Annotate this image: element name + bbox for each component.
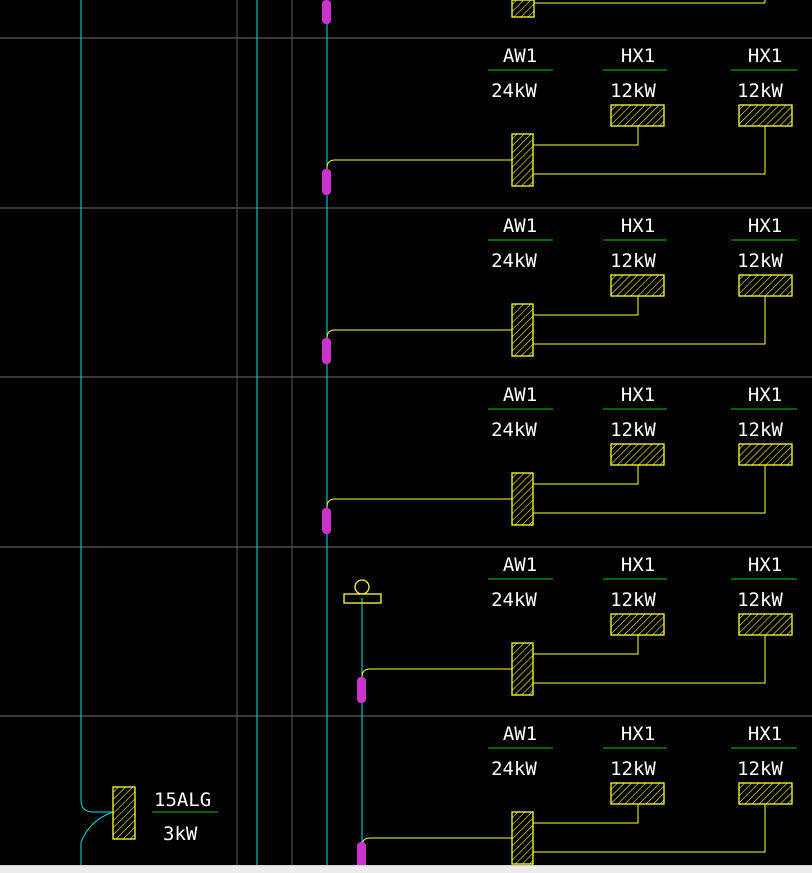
equipment-label: AW1 [503, 384, 537, 406]
branch-line [533, 296, 766, 345]
equipment-power: 12kW [737, 758, 783, 780]
device-hatched-box-icon[interactable] [610, 104, 665, 127]
floor-panel-group: AW1 24kW HX1 12kW HX1 12kW [322, 384, 797, 534]
branch-line [533, 296, 639, 316]
device-hatched-box-icon[interactable] [738, 613, 793, 636]
riser-lines [80, 0, 363, 865]
equipment-label: HX1 [748, 45, 782, 67]
panel-hatched-box-icon [112, 786, 136, 840]
branch-line [533, 804, 639, 824]
panel-hatched-box-icon[interactable] [511, 472, 534, 526]
equipment-power: 12kW [610, 250, 656, 272]
branch-line [533, 126, 766, 175]
equipment-label: HX1 [748, 384, 782, 406]
equipment-power: 12kW [737, 250, 783, 272]
floor-panel-group: AW1 24kW HX1 12kW HX1 12kW [322, 45, 797, 195]
device-hatched-box-icon[interactable] [738, 782, 793, 805]
equipment-power: 24kW [491, 589, 537, 611]
column-lines [236, 0, 293, 865]
lamp-symbol-icon[interactable] [343, 579, 382, 604]
branch-line [533, 465, 766, 514]
riser-connector-icon[interactable] [357, 842, 366, 865]
feeder-line [361, 837, 512, 861]
floor-panel-group: AW1 24kW HX1 12kW HX1 12kW [357, 723, 797, 865]
device-hatched-box-icon[interactable] [610, 274, 665, 297]
equipment-label: HX1 [621, 45, 655, 67]
riser-connector-icon[interactable] [322, 338, 331, 364]
equipment-power: 12kW [610, 419, 656, 441]
equipment-label: AW1 [503, 45, 537, 67]
branch-line [533, 635, 639, 655]
equipment-power: 24kW [491, 250, 537, 272]
device-hatched-box-icon[interactable] [610, 443, 665, 466]
floor-panel-group: AW1 24kW HX1 12kW HX1 12kW [322, 215, 797, 364]
device-hatched-box-icon[interactable] [738, 443, 793, 466]
equipment-power: 12kW [610, 80, 656, 102]
device-hatched-box-icon[interactable] [738, 104, 793, 127]
feeder-line [326, 498, 512, 522]
riser-panel-label: 15ALG [154, 789, 211, 811]
equipment-power: 12kW [737, 419, 783, 441]
equipment-power: 24kW [491, 80, 537, 102]
feeder-line [361, 668, 512, 692]
equipment-label: HX1 [621, 723, 655, 745]
equipment-power: 24kW [491, 758, 537, 780]
equipment-power: 12kW [737, 589, 783, 611]
floor-panel-group: AW1 24kW HX1 12kW HX1 12kW [357, 554, 797, 703]
equipment-label: HX1 [621, 215, 655, 237]
floor-separator-lines [0, 37, 812, 717]
panel-hatched-box-icon[interactable] [511, 811, 534, 865]
equipment-label: HX1 [748, 215, 782, 237]
equipment-label: AW1 [503, 215, 537, 237]
top-partial-panel [322, 0, 766, 24]
equipment-label: HX1 [748, 554, 782, 576]
equipment-label: AW1 [503, 723, 537, 745]
device-hatched-box-icon[interactable] [738, 274, 793, 297]
equipment-label: HX1 [621, 554, 655, 576]
panel-hatched-box-icon[interactable] [511, 642, 534, 696]
equipment-power: 12kW [737, 80, 783, 102]
equipment-label: HX1 [621, 384, 655, 406]
equipment-label: HX1 [748, 723, 782, 745]
riser-panel-power: 3kW [163, 823, 198, 845]
equipment-label: AW1 [503, 554, 537, 576]
riser-connector-icon[interactable] [322, 169, 331, 195]
riser-panel-15alg[interactable]: 15ALG 3kW [112, 786, 218, 845]
device-hatched-box-icon[interactable] [610, 782, 665, 805]
device-hatched-box-icon[interactable] [610, 613, 665, 636]
panel-hatched-box-icon[interactable] [511, 303, 534, 357]
equipment-power: 24kW [491, 419, 537, 441]
branch-line [533, 465, 639, 485]
status-bar [0, 865, 812, 873]
feeder-line [326, 159, 512, 183]
branch-line [533, 635, 766, 684]
equipment-power: 12kW [610, 758, 656, 780]
riser-connector-icon[interactable] [357, 677, 366, 703]
feeder-line [326, 329, 512, 353]
riser-connector-icon[interactable] [322, 508, 331, 534]
panel-hatched-box-icon[interactable] [511, 133, 534, 187]
branch-line [533, 804, 766, 853]
equipment-power: 12kW [610, 589, 656, 611]
branch-line [533, 126, 639, 146]
